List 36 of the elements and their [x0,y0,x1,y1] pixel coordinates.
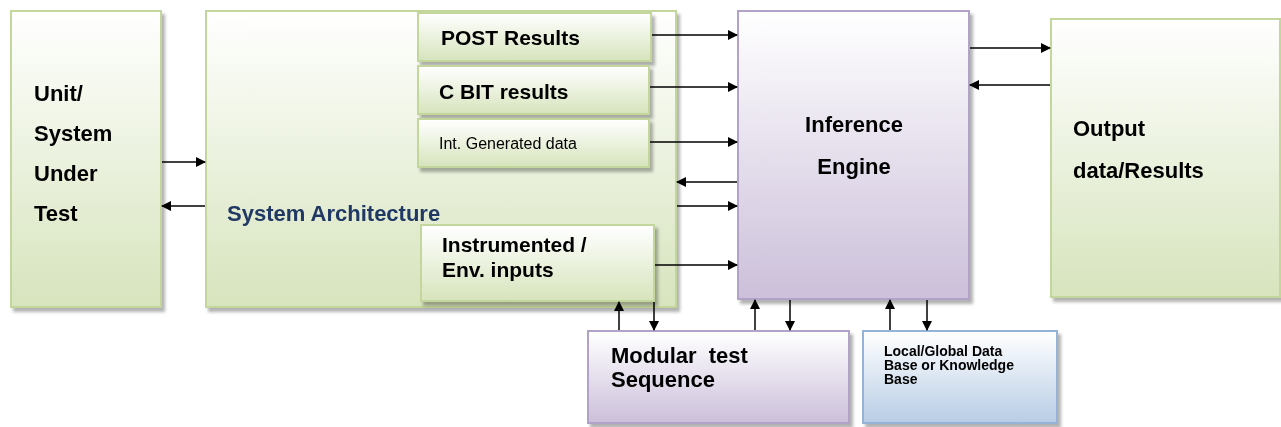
process-box [417,12,652,62]
process-box [587,330,850,424]
process-box [417,65,650,115]
arrow [649,82,738,92]
arrow [969,43,1051,53]
arrow [654,260,738,270]
node-label: Output data/Results [1073,115,1205,185]
arrow [676,177,738,187]
node-label: Int. Generated data [439,134,577,154]
process-box [420,224,655,302]
process-box [737,10,970,300]
arrow [649,301,659,331]
arrow [750,299,760,331]
node-label: Inference Engine [804,111,904,181]
container-box [205,10,677,308]
process-box [862,330,1058,424]
arrow [885,299,895,331]
node-label: Local/Global Data Base or Knowledge Base [884,344,1015,386]
arrow [649,137,738,147]
node-label: Modular test Sequence [611,344,749,392]
arrow [785,299,795,331]
process-box [10,10,162,308]
node-label: System Architecture [227,200,441,228]
arrow [161,157,206,167]
arrow [922,299,932,331]
arrow [614,301,624,331]
process-box [1050,18,1281,298]
arrow [969,80,1051,90]
arrow [161,201,206,211]
process-box [417,118,650,168]
arrow [651,30,738,40]
node-label: POST Results [441,25,580,51]
node-label: Unit/ System Under Test [34,80,114,228]
arrow [676,201,738,211]
node-label: Instrumented / Env. inputs [442,232,588,282]
node-label: C BIT results [439,79,569,105]
